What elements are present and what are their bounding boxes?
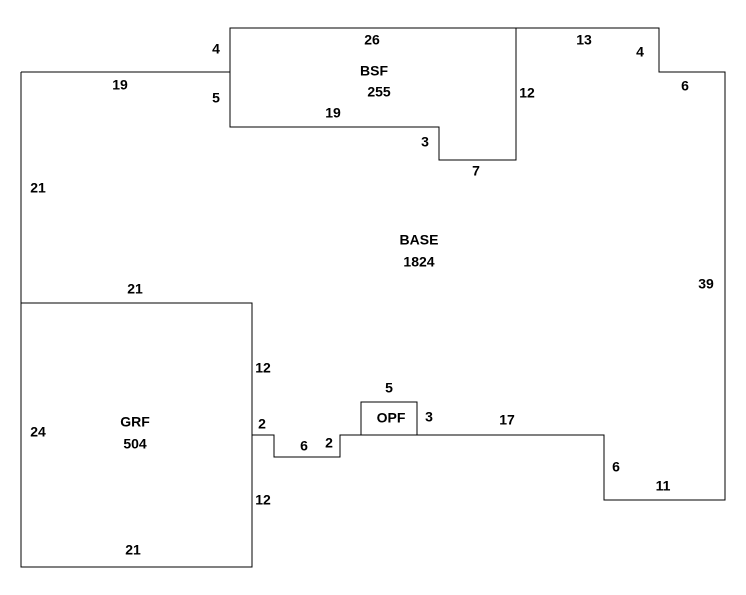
grf-label: GRF — [120, 414, 150, 430]
dim-bsf-top: 26 — [364, 32, 380, 48]
dim-notch-vertical-right: 2 — [325, 435, 333, 451]
bsf-label: BSF — [360, 63, 388, 79]
dim-base-left: 21 — [30, 180, 46, 196]
dim-base-bottom-right: 11 — [656, 478, 671, 494]
bsf-outline — [229, 27, 517, 161]
dim-grf-left: 24 — [30, 424, 46, 440]
dim-bsf-step-horizontal: 7 — [472, 163, 480, 179]
dim-base-bottom-step-vertical: 6 — [612, 459, 620, 475]
dim-base-right-step-horizontal: 6 — [681, 78, 689, 94]
dim-base-grf-shared: 21 — [127, 281, 143, 297]
dim-bsf-left-upper: 4 — [212, 41, 220, 57]
grf-outline — [20, 302, 253, 568]
dim-notch-vertical-left: 2 — [258, 416, 266, 432]
dim-opf-right: 3 — [425, 409, 433, 425]
opf-label: OPF — [377, 410, 406, 426]
base-label: BASE — [400, 232, 439, 248]
dim-base-bottom-middle: 17 — [499, 412, 515, 428]
dim-bsf-left-lower: 5 — [212, 90, 220, 106]
dim-base-top-left: 19 — [112, 77, 128, 93]
dim-bsf-bottom: 19 — [325, 105, 341, 121]
grf-area-value: 504 — [123, 436, 147, 452]
opf-outline — [360, 401, 418, 436]
dim-opf-top: 5 — [385, 380, 393, 396]
dim-grf-right-lower: 12 — [255, 492, 271, 508]
dim-base-right: 39 — [698, 276, 714, 292]
dim-notch-bottom: 6 — [300, 438, 308, 454]
dim-base-top-right: 13 — [576, 32, 592, 48]
dim-bsf-right: 12 — [519, 85, 535, 101]
base-area-value: 1824 — [403, 254, 434, 270]
dim-bsf-step-vertical: 3 — [421, 134, 429, 150]
dim-grf-right-upper: 12 — [255, 360, 271, 376]
bsf-area-value: 255 — [367, 84, 391, 100]
dim-grf-bottom: 21 — [125, 542, 141, 558]
base-outline — [20, 27, 726, 501]
dim-base-right-step-vertical: 4 — [636, 44, 644, 60]
